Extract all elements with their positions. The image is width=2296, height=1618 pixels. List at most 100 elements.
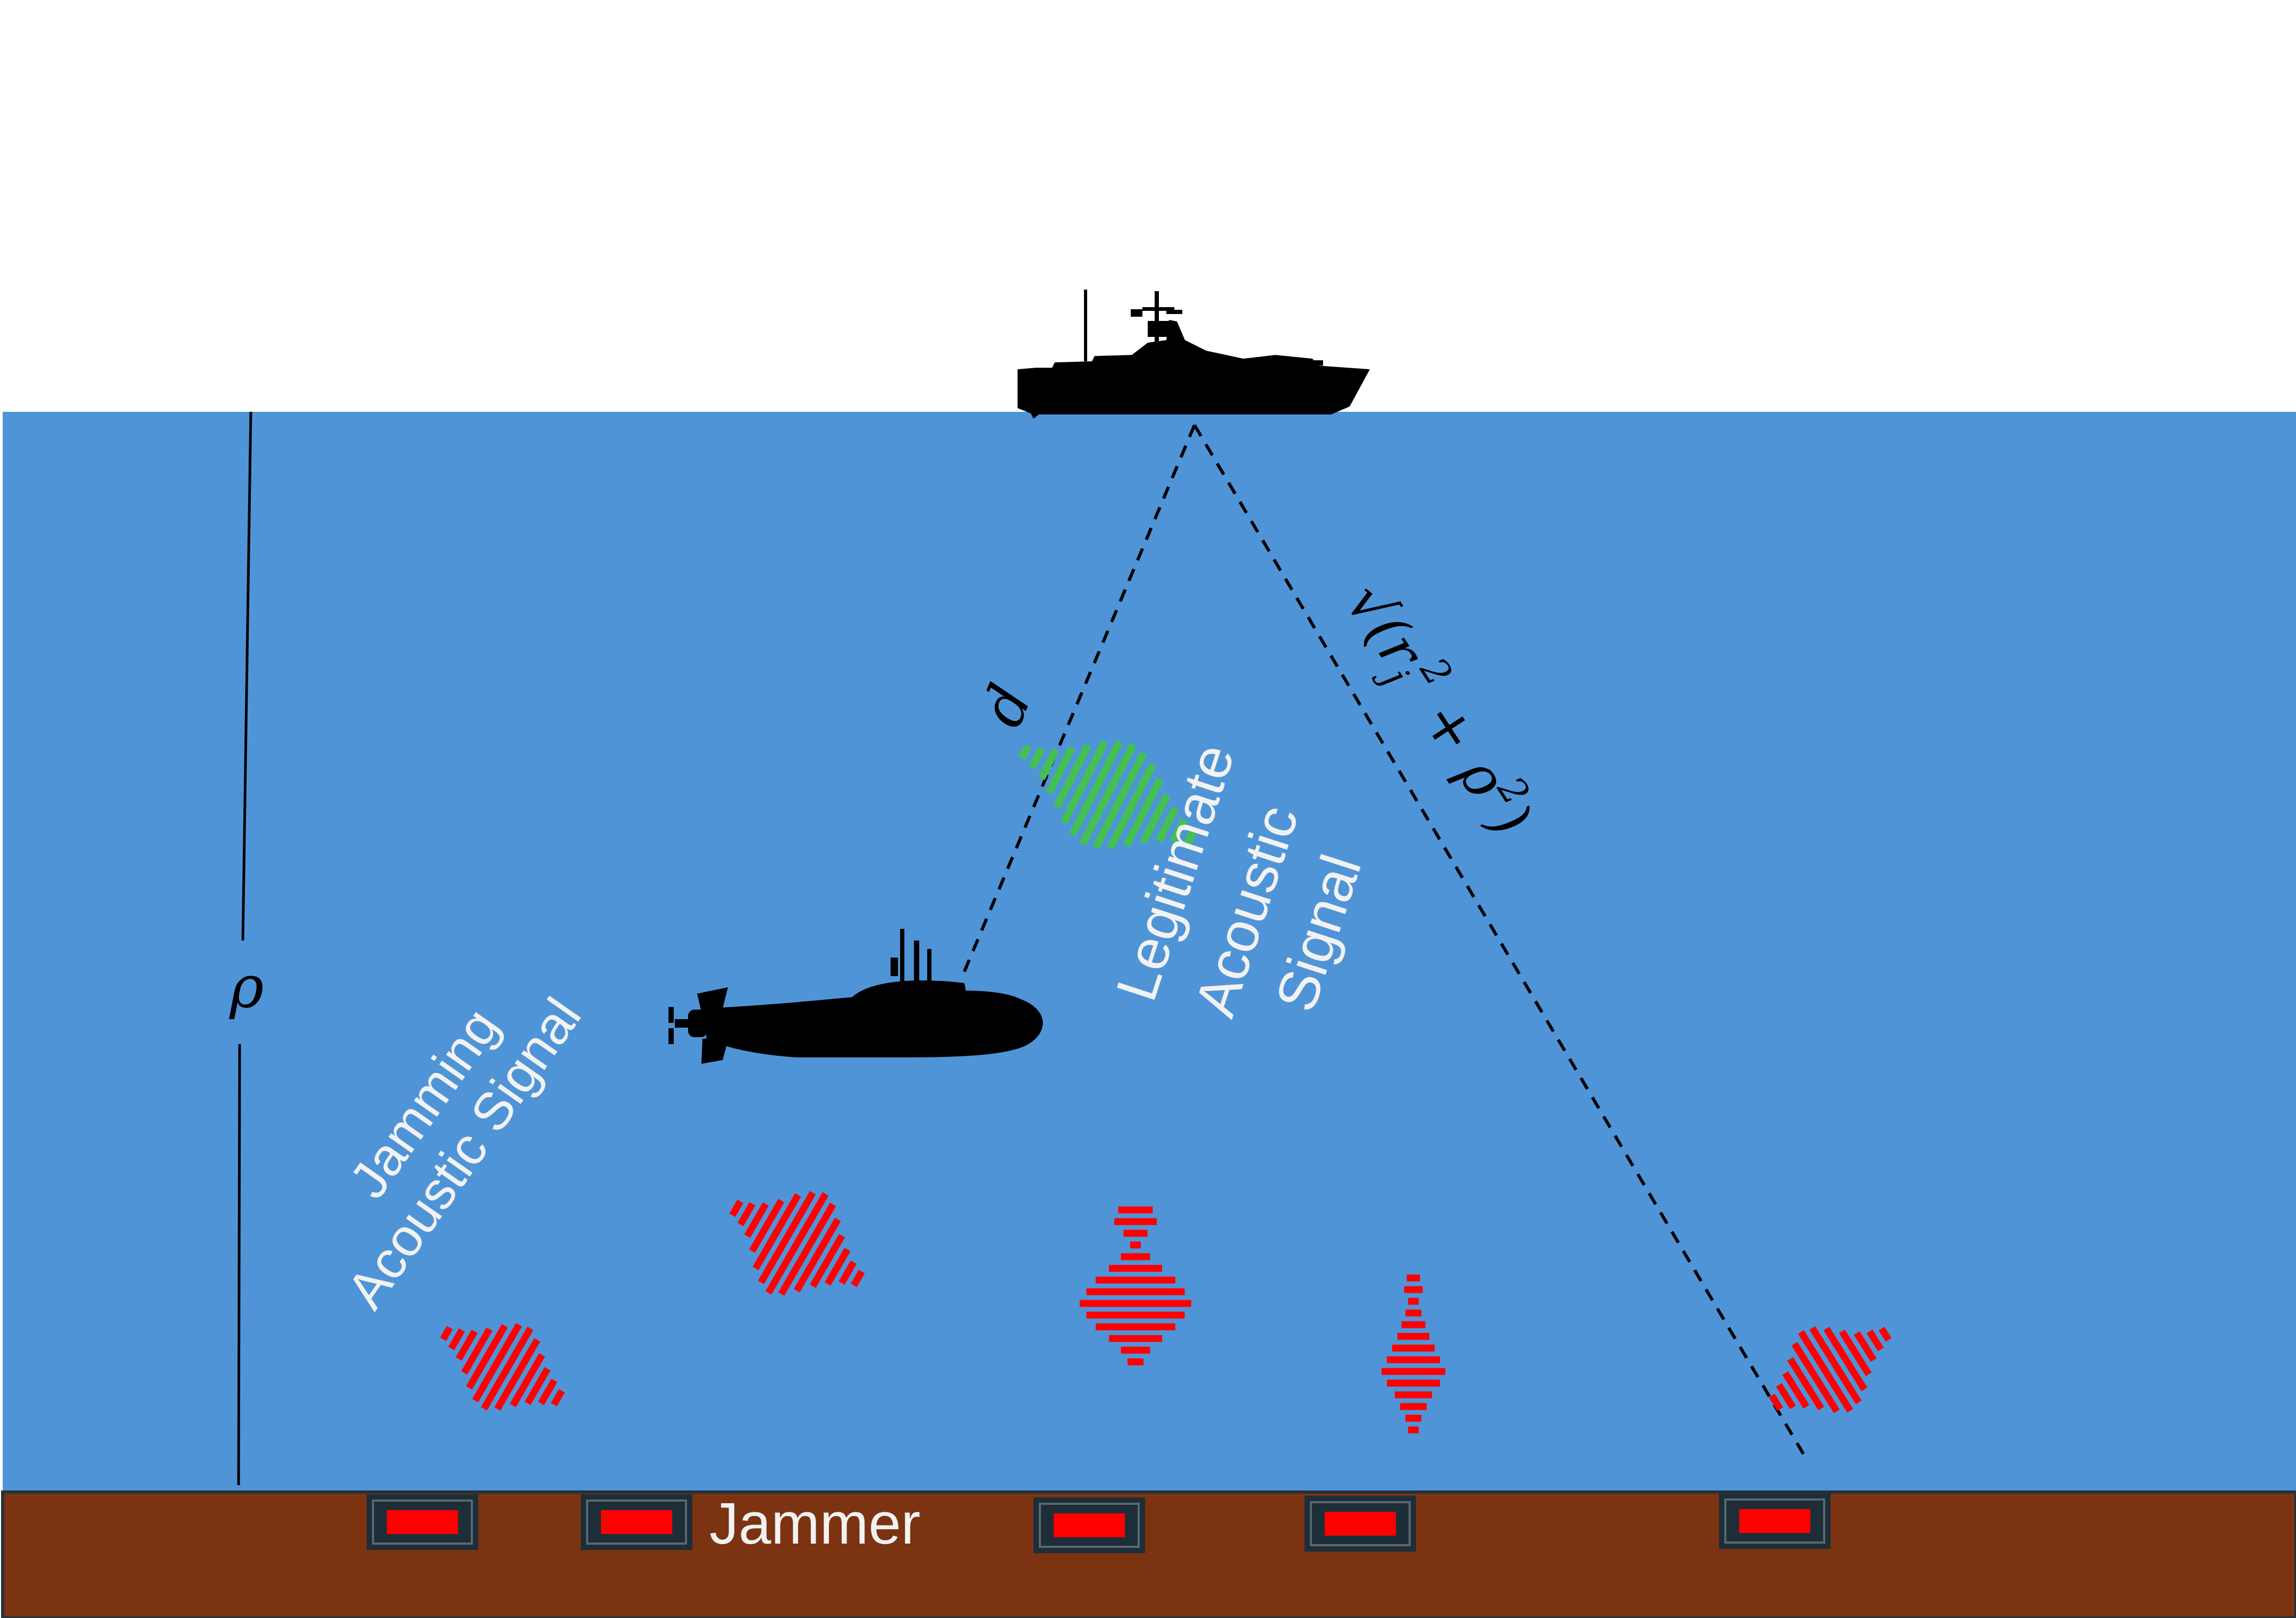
- jamming-signal-3-bar: [1086, 1288, 1185, 1295]
- legitimate-signal-bar: [1155, 806, 1179, 843]
- legitimate-signal-bar: [1019, 744, 1031, 760]
- jamming-signal-2-bar: [752, 1193, 801, 1270]
- ship-icon: [1018, 290, 1370, 419]
- jammer-devices: [367, 1493, 1831, 1553]
- jamming-signal-3-bar: [1118, 1206, 1153, 1214]
- jamming-signal-2: [729, 1191, 865, 1296]
- jamming-signal-1-bar: [481, 1326, 533, 1411]
- seabed: [1, 1490, 2296, 1618]
- jamming-signal-3-bar: [1109, 1335, 1162, 1342]
- legitimate-signal-bar: [1069, 740, 1123, 836]
- distance-lines: [960, 424, 1806, 1456]
- jamming-signal-3-bar: [1086, 1311, 1185, 1319]
- jamming-signal-1: [440, 1323, 565, 1411]
- jamming-signal-1-bar: [461, 1327, 493, 1375]
- jamming-signal-4: [1382, 1274, 1445, 1434]
- jammer-light: [1325, 1512, 1396, 1536]
- jamming-signal-5-bar: [1791, 1342, 1840, 1413]
- jamming-signal-5-bar: [1878, 1326, 1892, 1342]
- jamming-signal-1-bar: [440, 1326, 453, 1341]
- jammer-icon: [1304, 1496, 1416, 1552]
- jamming-signal-1-bar: [550, 1389, 565, 1407]
- jamming-signal-3-bar: [1121, 1346, 1150, 1354]
- jamming-signal-5-bar: [1787, 1357, 1825, 1411]
- jamming-signal-1-bar: [448, 1328, 465, 1351]
- jamming-signal-1-bar: [466, 1324, 508, 1390]
- jammer-light: [1739, 1509, 1810, 1533]
- jamming-signal-3-bar: [1128, 1358, 1143, 1366]
- jamming-signal-1-bar: [538, 1378, 557, 1405]
- legitimate-signal: [1019, 740, 1198, 850]
- jamming-signal-3-bar: [1109, 1265, 1162, 1272]
- jamming-signal-2-bar: [824, 1248, 851, 1286]
- jamming-signal-1-bar: [455, 1329, 478, 1361]
- jamming-signal-4-bar: [1405, 1414, 1421, 1422]
- depth-line: [237, 411, 252, 1486]
- jamming-signal-5-bar: [1809, 1326, 1862, 1404]
- jamming-signal-2-bar: [729, 1199, 743, 1217]
- jamming-signal-4-bar: [1382, 1368, 1445, 1375]
- jamming-signal-3: [1080, 1206, 1191, 1366]
- jamming-signal-4-bar: [1408, 1426, 1419, 1434]
- jamming-signal-5: [1768, 1326, 1892, 1413]
- jamming-signal-1-bar: [524, 1367, 551, 1405]
- depth-label: ρ: [229, 953, 264, 1021]
- legitimate-signal-bar: [1046, 746, 1075, 795]
- jammer-icon: [367, 1494, 478, 1550]
- legitimate-signal-bar: [1029, 747, 1045, 769]
- jamming-signal-3-bar: [1096, 1276, 1175, 1284]
- jamming-signal-2-bar: [810, 1234, 845, 1288]
- distance-line-d: [960, 424, 1196, 979]
- submarine-icon: [668, 929, 1043, 1064]
- jamming-signal-2-bar: [851, 1269, 865, 1287]
- jamming-signal-4-bar: [1387, 1356, 1440, 1363]
- jamming-signal-4-bar: [1392, 1344, 1435, 1352]
- jamming-signal-2-bar: [737, 1202, 756, 1226]
- jammer-icon: [581, 1494, 692, 1550]
- jammer-light: [1054, 1513, 1125, 1537]
- jamming-signal-waves: [440, 1191, 1892, 1434]
- jamming-signal-2-bar: [838, 1260, 857, 1285]
- jamming-signal-1-bar: [494, 1338, 540, 1411]
- jamming-signal-3-bar: [1096, 1323, 1175, 1331]
- legitimate-signal-bar: [1092, 751, 1147, 850]
- legitimate-signal-wave: [1019, 740, 1198, 850]
- jamming-signal-2-bar: [778, 1202, 836, 1296]
- jamming-signal-5-bar: [1798, 1330, 1853, 1413]
- legitimate-signal-bar: [1183, 827, 1198, 845]
- jamming-signal-2-bar: [744, 1202, 769, 1238]
- jammer-icon: [1719, 1493, 1831, 1549]
- jamming-signal-2-bar: [765, 1192, 829, 1295]
- legitimate-signal-bar: [1053, 743, 1091, 809]
- jammer-light: [601, 1510, 672, 1534]
- jamming-signal-4-bar: [1397, 1333, 1429, 1340]
- jammer-light: [387, 1510, 458, 1534]
- legitimate-signal-bar: [1140, 793, 1171, 844]
- legitimate-signal-bar: [1107, 763, 1156, 850]
- jamming-signal-4-bar: [1395, 1391, 1432, 1399]
- jamming-signal-4-bar: [1407, 1274, 1420, 1282]
- jamming-signal-4-bar: [1387, 1379, 1440, 1387]
- jamming-signal-4-bar: [1404, 1286, 1423, 1293]
- jamming-signal-3-bar: [1130, 1241, 1141, 1249]
- jamming-signal-1-bar: [472, 1323, 522, 1403]
- jamming-signal-4-bar: [1400, 1403, 1427, 1410]
- jamming-signal-5-bar: [1839, 1329, 1872, 1376]
- jamming-signal-5-bar: [1823, 1326, 1868, 1392]
- jamming-signal-3-bar: [1114, 1218, 1157, 1225]
- jamming-signal-2-bar: [758, 1191, 816, 1284]
- jamming-signal-5-bar: [1768, 1393, 1783, 1411]
- jamming-signal-5-bar: [1782, 1371, 1810, 1409]
- jamming-signal-2-bar: [749, 1199, 784, 1253]
- jamming-signal-5-bar: [1853, 1331, 1877, 1362]
- jamming-signal-4-bar: [1405, 1309, 1421, 1317]
- jamming-signal-3-bar: [1123, 1230, 1148, 1237]
- legitimate-signal-bar: [1060, 740, 1108, 825]
- jamming-signal-1-bar: [510, 1353, 545, 1408]
- legitimate-signal-bar: [1170, 818, 1188, 843]
- jamming-signal-5-bar: [1866, 1329, 1884, 1351]
- legitimate-signal-bar: [1123, 777, 1164, 848]
- jammer-label: Jammer: [709, 1491, 920, 1556]
- legitimate-signal-bar: [1038, 748, 1060, 781]
